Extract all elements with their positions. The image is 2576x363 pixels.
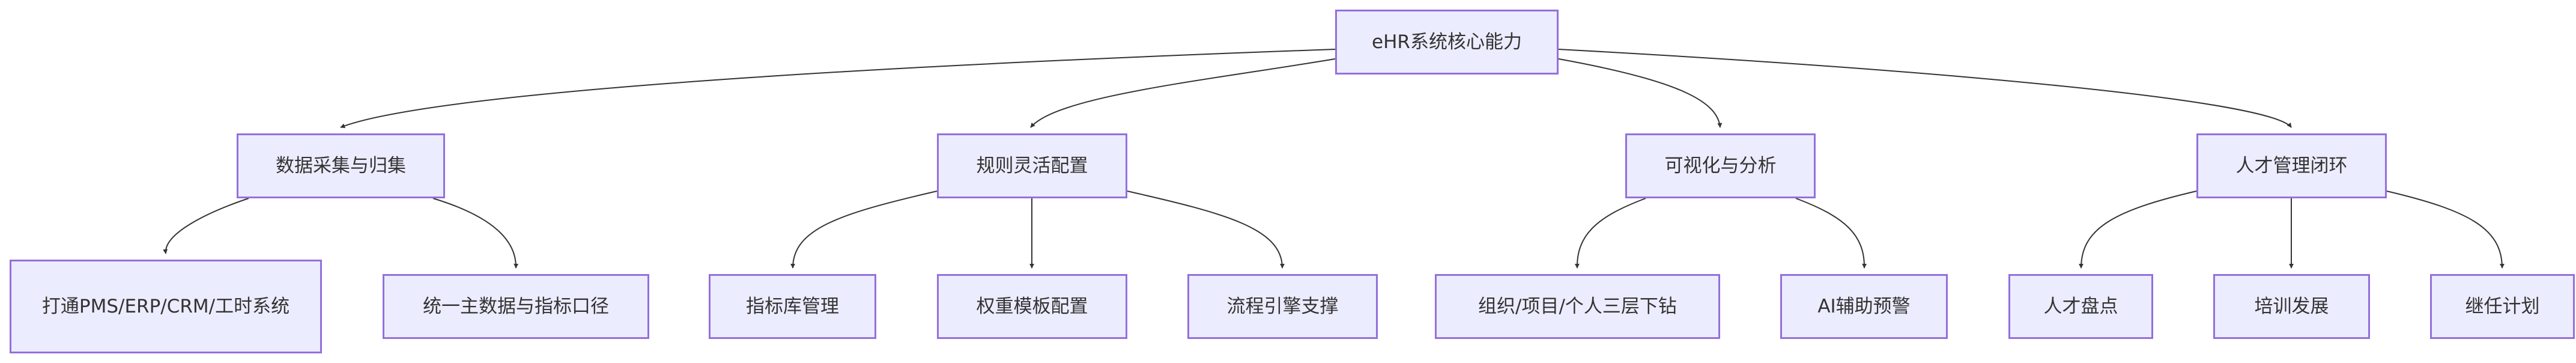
edge-root-to-talent-loop <box>1558 49 2292 128</box>
node-weight-template: 权重模板配置 <box>937 274 1127 339</box>
edge-root-to-rule-config <box>1030 58 1336 128</box>
node-workflow-engine: 流程引擎支撑 <box>1187 274 1378 339</box>
node-succession: 继任计划 <box>2430 274 2575 339</box>
node-visualization: 可视化与分析 <box>1625 133 1816 198</box>
node-metric-library: 指标库管理 <box>709 274 876 339</box>
edge-data-collection-to-master-data <box>432 198 519 269</box>
node-ai-warning: AI辅助预警 <box>1780 274 1948 339</box>
node-talent-loop: 人才管理闭环 <box>2196 133 2387 198</box>
node-system-integration: 打通PMS/ERP/CRM/工时系统 <box>10 260 322 353</box>
node-rule-config: 规则灵活配置 <box>937 133 1127 198</box>
node-training: 培训发展 <box>2213 274 2370 339</box>
edge-root-to-data-collection <box>340 49 1336 129</box>
node-drilldown: 组织/项目/个人三层下钻 <box>1435 274 1720 339</box>
edge-root-to-visualization <box>1558 58 1723 128</box>
edge-visualization-to-ai-warning <box>1795 198 1867 269</box>
edge-rule-config-to-metric-library <box>790 191 938 269</box>
node-master-data: 统一主数据与指标口径 <box>383 274 649 339</box>
edge-talent-loop-to-talent-review <box>2079 191 2197 269</box>
edge-visualization-to-drilldown <box>1574 198 1646 269</box>
node-root-ehr-core: eHR系统核心能力 <box>1335 10 1559 75</box>
node-talent-review: 人才盘点 <box>2008 274 2153 339</box>
edge-data-collection-to-system-integration <box>163 198 249 254</box>
node-data-collection: 数据采集与归集 <box>237 133 445 198</box>
edge-rule-config-to-workflow-engine <box>1127 191 1285 269</box>
edge-talent-loop-to-succession <box>2386 191 2505 269</box>
